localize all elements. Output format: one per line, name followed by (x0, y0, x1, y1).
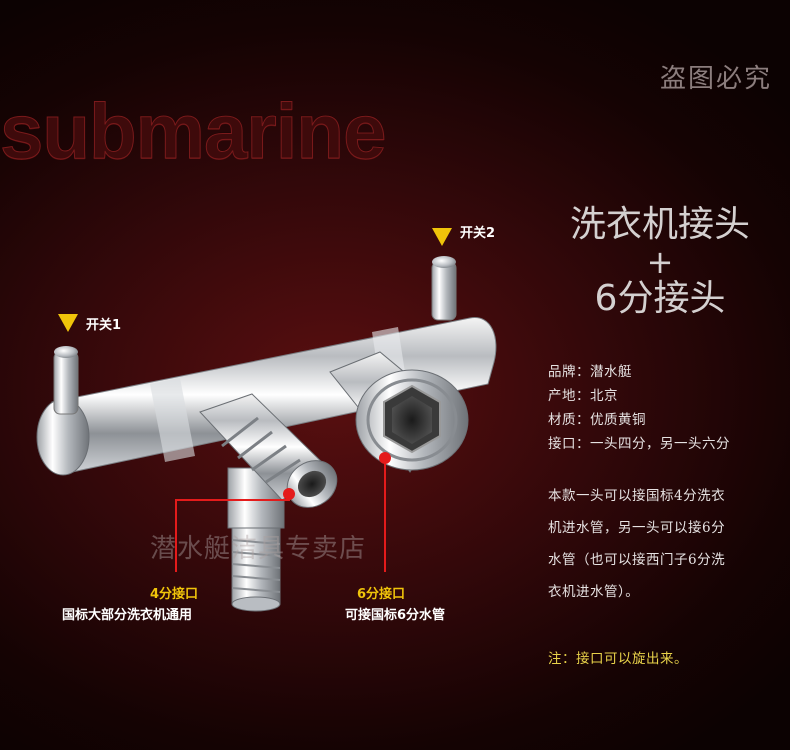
switch-1-handle (53, 346, 79, 415)
spec-brand: 品牌：潜水艇 (548, 364, 632, 380)
spec-material: 材质：优质黄铜 (548, 412, 646, 428)
description-line: 机进水管，另一头可以接6分 (548, 520, 726, 536)
shop-watermark: 潜水艇洁具专卖店 (150, 534, 367, 564)
title-line-1: 洗衣机接头 (569, 204, 750, 245)
port-6-nozzle (329, 351, 469, 473)
switch-1-label: 开关1 (86, 318, 122, 333)
description-line: 水管（也可以接西门子6分洗 (548, 552, 726, 568)
spec-list: 品牌：潜水艇 产地：北京 材质：优质黄铜 接口：一头四分，另一头六分 (548, 360, 730, 456)
port-markers (175, 452, 391, 572)
switch-2-label: 开关2 (460, 226, 496, 241)
brand-name: submarine (0, 87, 387, 176)
spec-interface: 接口：一头四分，另一头六分 (548, 436, 730, 452)
title-plus: + (646, 243, 674, 281)
switch-2-handle (431, 256, 457, 321)
port-6-title: 6分接口 (357, 587, 406, 602)
spec-origin: 产地：北京 (548, 388, 618, 404)
port-4-title: 4分接口 (150, 587, 199, 602)
port-4-description: 国标大部分洗衣机通用 (62, 608, 193, 623)
threaded-outlet (227, 467, 285, 612)
port-4-nozzle (199, 393, 338, 508)
note-text: 注：接口可以旋出来。 (548, 651, 688, 667)
description-line: 衣机进水管）。 (548, 584, 640, 600)
switch-1-arrow-icon (58, 314, 78, 332)
product-description: 本款一头可以接国标4分洗衣 机进水管，另一头可以接6分 水管（也可以接西门子6分… (548, 480, 784, 608)
switch-2-arrow-icon (432, 228, 452, 246)
title-line-2: 6分接头 (594, 278, 726, 319)
copyright-watermark: 盗图必究 (659, 64, 772, 94)
port-6-description: 可接国标6分水管 (345, 608, 446, 623)
description-line: 本款一头可以接国标4分洗衣 (548, 488, 726, 504)
product-title: 洗衣机接头 + 6分接头 (540, 203, 780, 321)
